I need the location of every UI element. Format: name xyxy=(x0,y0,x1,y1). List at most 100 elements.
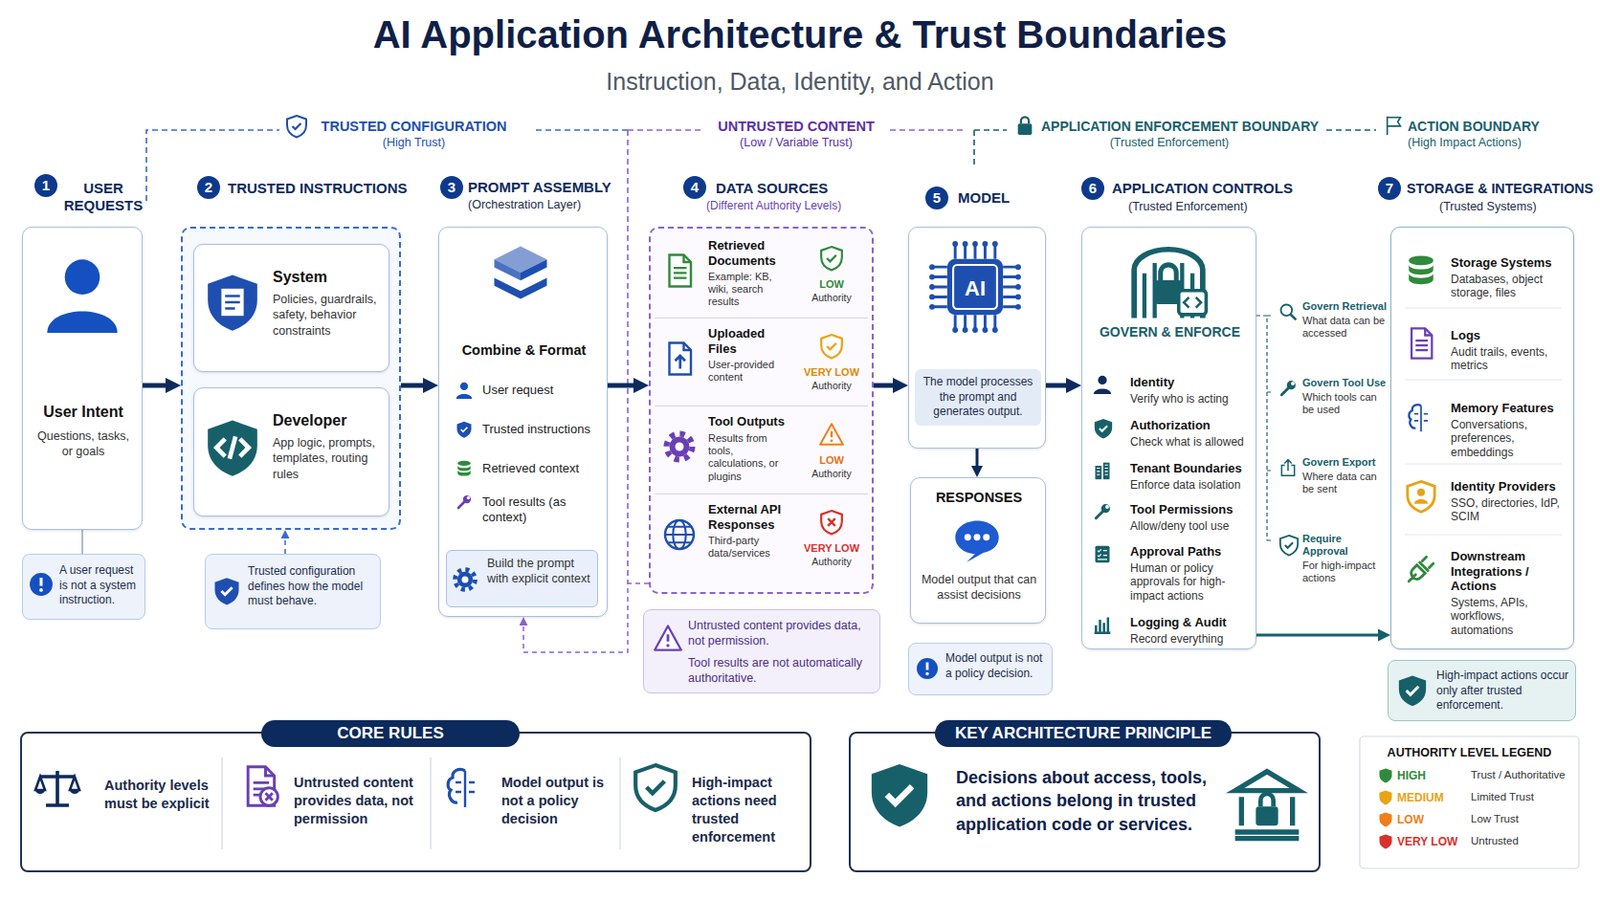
node-text: (Orchestration Layer) xyxy=(467,198,641,213)
icon xyxy=(247,767,278,806)
node-text: A user request is not a system instructi… xyxy=(59,563,142,609)
callout-number: 5 xyxy=(925,186,949,210)
node-text: Logging & Audit xyxy=(1130,615,1253,631)
icon xyxy=(955,521,1000,563)
icon xyxy=(1133,249,1206,319)
node-text: External API Responses xyxy=(708,502,793,533)
node-text: Combine & Format xyxy=(439,342,609,359)
label: What data can be accessed xyxy=(1302,314,1389,340)
icon xyxy=(635,765,676,811)
connector-arrow xyxy=(400,383,423,389)
node-text: User Intent xyxy=(22,402,144,422)
icon xyxy=(669,255,692,288)
node-text: Memory Features xyxy=(1450,400,1568,417)
node-text: Trusted instructions xyxy=(482,422,602,438)
node-box: TRUSTED INSTRUCTIONSSystemPolicies, guar… xyxy=(180,226,401,531)
legend-swatch xyxy=(1378,812,1393,828)
label: APPLICATION ENFORCEMENT BOUNDARY xyxy=(1041,118,1329,135)
node-text: VERY LOW xyxy=(798,542,866,556)
icon xyxy=(1281,305,1297,321)
node-text: Databases, object storage, files xyxy=(1450,272,1568,301)
node-text: LOW xyxy=(798,454,866,467)
legend-swatch xyxy=(1378,790,1393,806)
label: Untrusted xyxy=(1470,835,1577,849)
node-text: MODEL xyxy=(957,189,1035,207)
icon xyxy=(1280,535,1298,556)
node-text: GOVERN & ENFORCE xyxy=(1082,324,1258,341)
title: AI Application Architecture & Trust Boun… xyxy=(0,5,1600,64)
connector-arrow xyxy=(1256,634,1378,638)
icon xyxy=(871,764,928,828)
icon xyxy=(1094,419,1112,440)
icon xyxy=(456,382,473,400)
icon xyxy=(1281,460,1294,477)
icon xyxy=(1018,116,1033,135)
node-text: Identity Providers xyxy=(1450,479,1568,495)
node-text: Authority levels must be explicit xyxy=(104,777,218,814)
callout-number: 3 xyxy=(440,176,464,200)
icon xyxy=(1094,618,1112,634)
legend-text: HIGH xyxy=(1397,769,1468,783)
label: Govern Export xyxy=(1302,456,1389,469)
node-text: KEY ARCHITECTURE PRINCIPLE xyxy=(934,720,1232,748)
icon xyxy=(1095,546,1111,564)
icon xyxy=(29,573,53,597)
callout-number: 2 xyxy=(197,176,221,200)
node-text: Third-party data/services xyxy=(708,534,793,560)
icon xyxy=(447,769,475,808)
node-text: Approval Paths xyxy=(1130,544,1253,560)
legend-swatch xyxy=(1378,834,1393,850)
icon xyxy=(207,421,258,477)
node-text: CORE RULES xyxy=(261,720,520,748)
node-text: Uploaded Files xyxy=(708,326,793,356)
callout-number: 4 xyxy=(683,176,707,200)
icon xyxy=(821,511,843,534)
icon xyxy=(207,275,258,332)
label: Govern Retrieval xyxy=(1302,300,1389,313)
node-text: The model processes the prompt and gener… xyxy=(914,369,1042,426)
icon xyxy=(1399,675,1426,707)
divider-lines xyxy=(1404,308,1562,535)
connector-arrow xyxy=(142,383,166,389)
callout-number: 6 xyxy=(1081,177,1105,200)
divider-lines xyxy=(222,757,621,850)
node-text: Tenant Boundaries xyxy=(1130,461,1253,477)
node-text: App logic, prompts, templates, routing r… xyxy=(272,435,386,483)
label: Which tools can be used xyxy=(1302,391,1389,417)
node-text: High-impact actions occur only after tru… xyxy=(1436,668,1571,714)
icon xyxy=(458,495,471,509)
node-text: SSO, directories, IdP, SCIM xyxy=(1450,496,1568,525)
node-text: USER REQUESTS xyxy=(63,179,144,215)
node-text: Record everything xyxy=(1130,632,1253,646)
node-text: PROMPT ASSEMBLY xyxy=(467,178,641,197)
node-text: Tool Outputs xyxy=(708,414,793,430)
node-text: (Trusted Systems) xyxy=(1439,200,1583,215)
label: (High Impact Actions) xyxy=(1407,135,1580,151)
node-text: Audit trails, events, metrics xyxy=(1450,345,1568,374)
icon xyxy=(1408,404,1428,432)
bracket xyxy=(1256,315,1273,541)
node-text: LOW xyxy=(798,278,866,291)
node-text: APPLICATION CONTROLS xyxy=(1111,179,1304,198)
label: Trust / Authoritative xyxy=(1470,769,1577,783)
icon xyxy=(666,434,693,461)
icon xyxy=(35,771,80,806)
node-box: Untrusted content provides data, not per… xyxy=(643,609,881,694)
label: Instruction, Data, Identity, and Action xyxy=(0,66,1600,96)
node-text: Build the prompt with explicit context xyxy=(487,555,597,588)
icon xyxy=(455,570,476,591)
node-text: Systems, APIs, workflows, automations xyxy=(1450,596,1568,638)
node-text: Trusted configuration defines how the mo… xyxy=(247,564,377,610)
node-text: Verify who is acting xyxy=(1130,392,1253,406)
node-text: Model output is not a policy decision xyxy=(501,774,605,829)
node-text: Authority xyxy=(798,291,866,305)
node-text: RESPONSES xyxy=(911,489,1047,507)
node-text: Model output is not a policy decision. xyxy=(945,651,1049,682)
label: Govern Tool Use xyxy=(1302,377,1389,390)
label: AUTHORITY LEVEL LEGEND xyxy=(1359,746,1579,761)
label: (High Trust) xyxy=(311,135,517,151)
icon xyxy=(1095,463,1111,481)
label: ACTION BOUNDARY xyxy=(1407,118,1580,135)
